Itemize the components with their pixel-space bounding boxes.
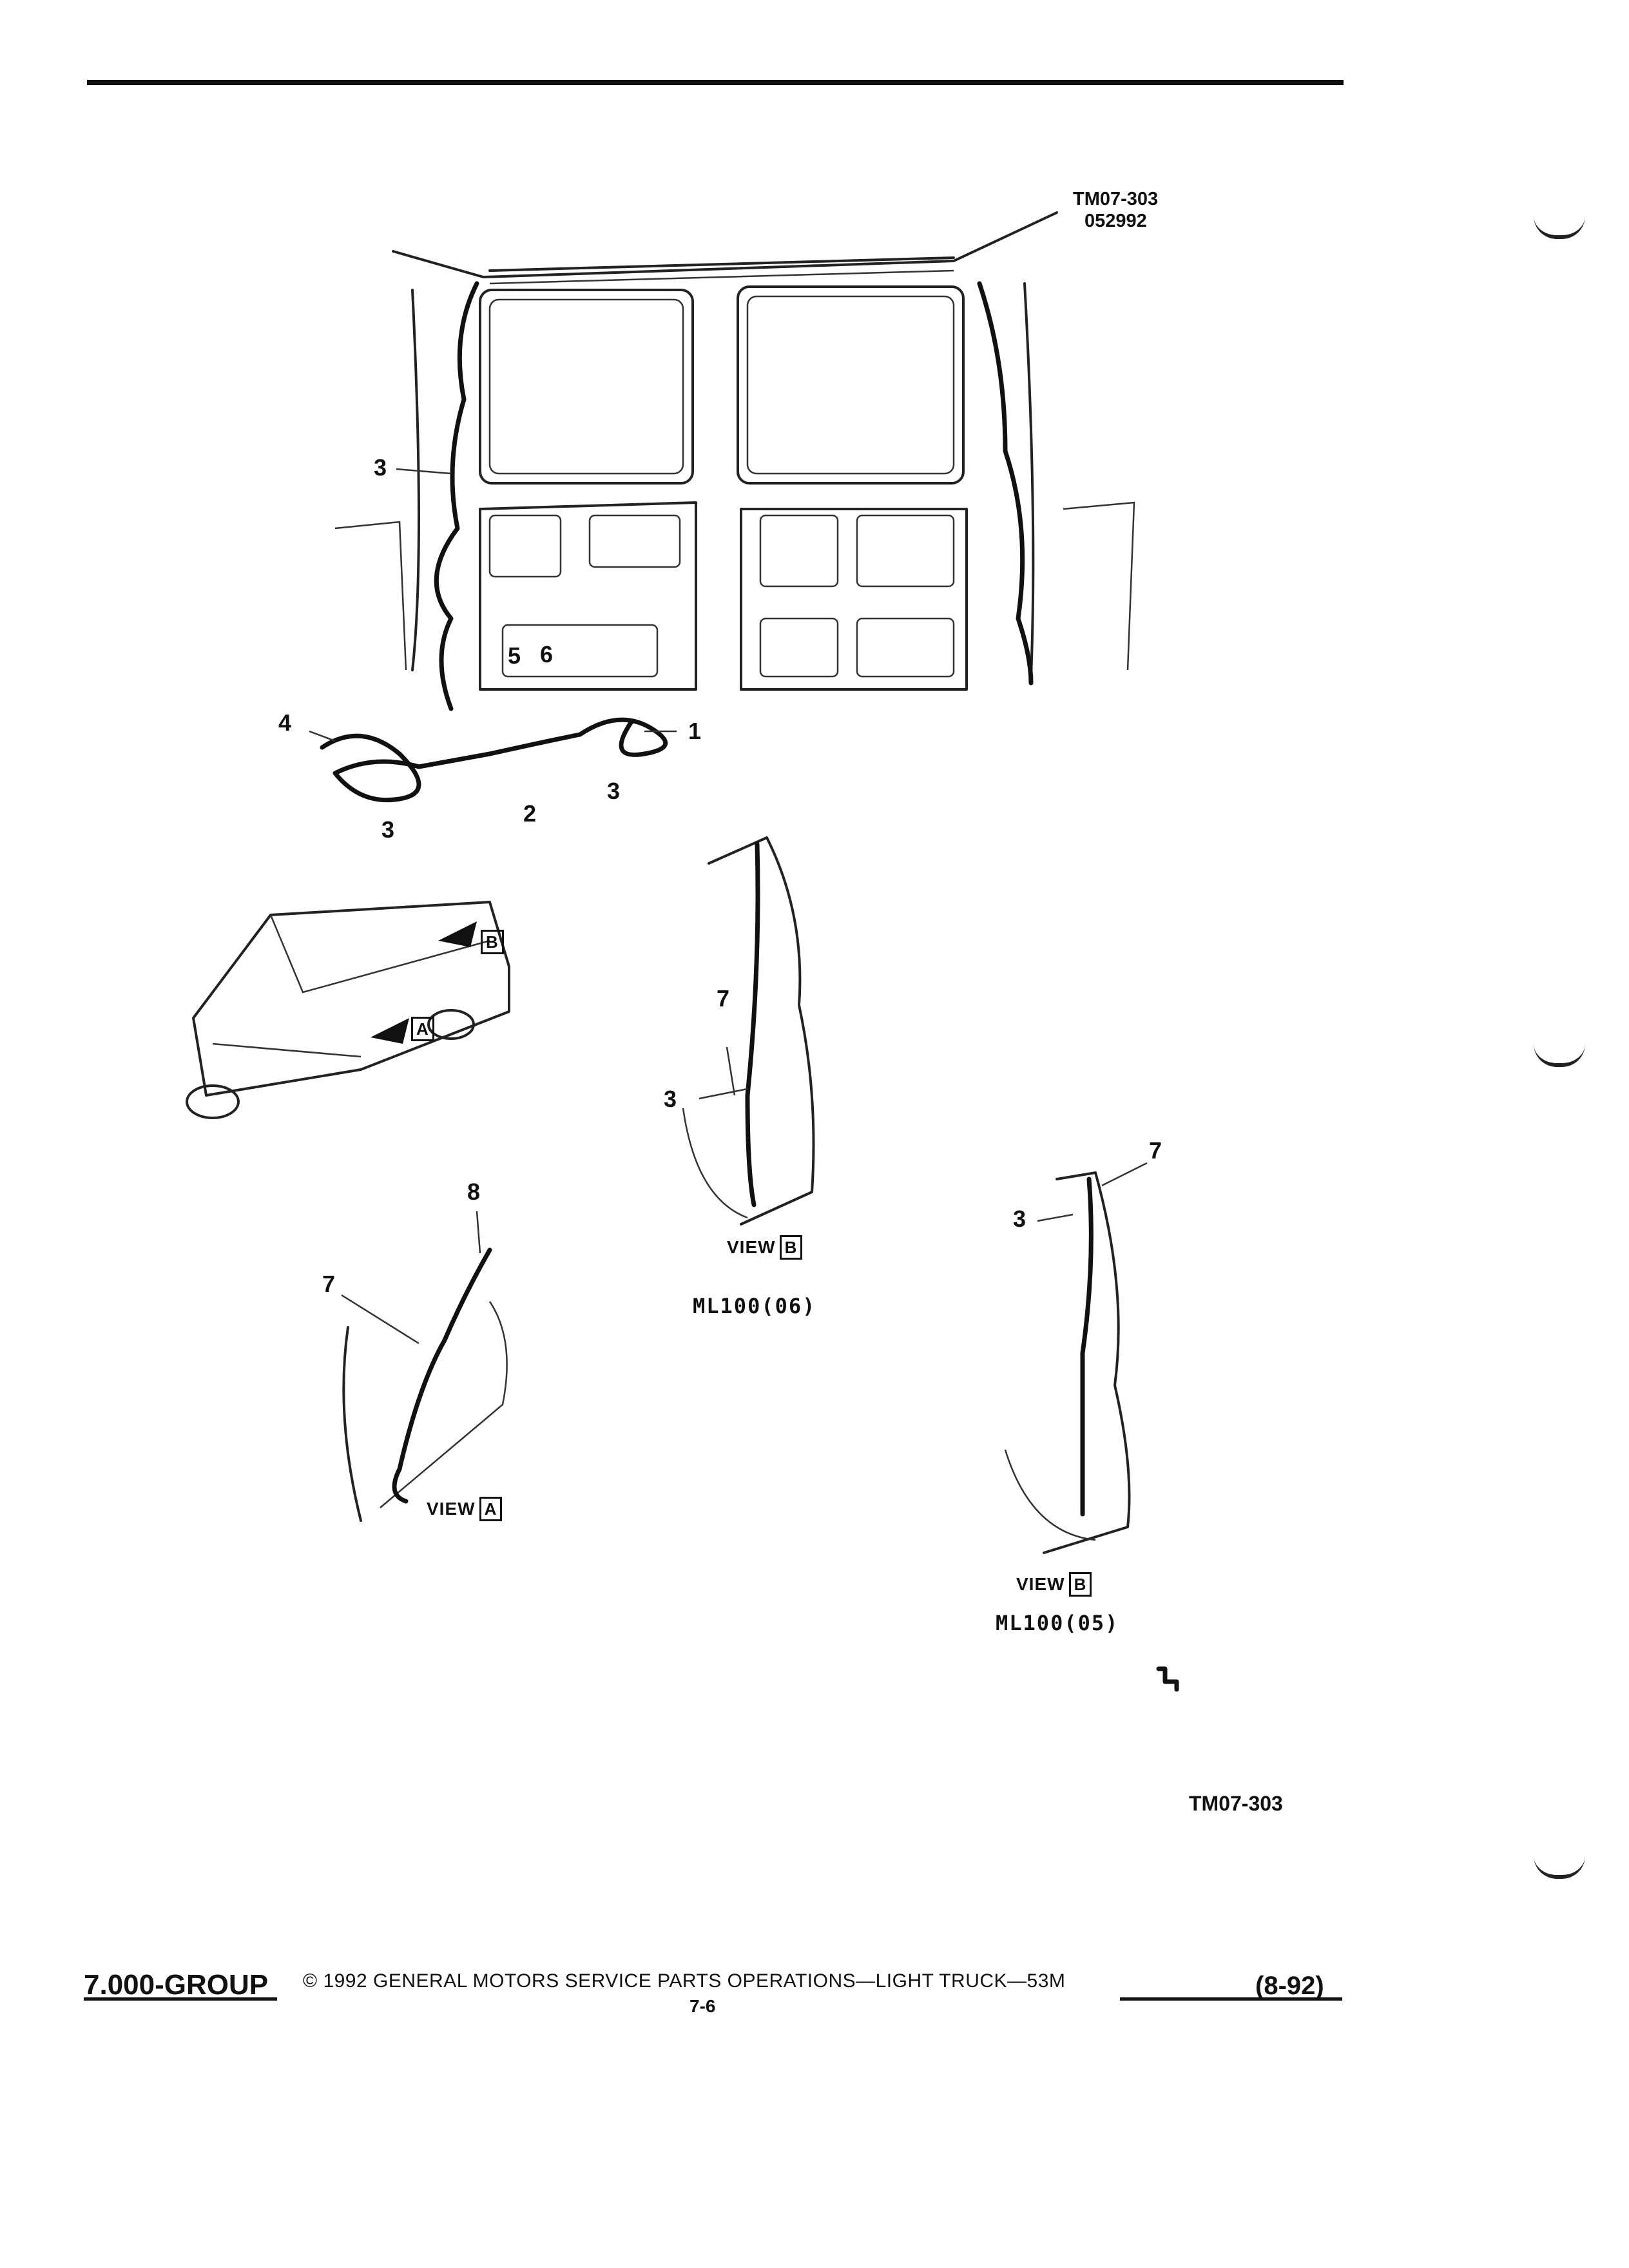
callout-3: 3 bbox=[381, 816, 395, 843]
header-rule bbox=[87, 80, 1344, 85]
ml-code: ML100(05) bbox=[996, 1611, 1119, 1635]
view-b-marker: B bbox=[477, 930, 504, 954]
callout-1: 1 bbox=[688, 718, 702, 744]
footer-group: 7.000-GROUP bbox=[84, 1969, 269, 2001]
margin-mark bbox=[1534, 1044, 1585, 1067]
footer-date: (8-92) bbox=[1255, 1972, 1324, 2000]
figure-code: TM07-303 bbox=[1073, 189, 1159, 209]
footer-rule-left bbox=[84, 1997, 277, 2001]
callout-3: 3 bbox=[607, 778, 621, 804]
callout-7: 7 bbox=[1149, 1137, 1162, 1164]
footer-page-number: 7-6 bbox=[689, 1996, 716, 2016]
ml-code: ML100(06) bbox=[693, 1294, 816, 1318]
callout-4: 4 bbox=[278, 709, 292, 736]
callout-3: 3 bbox=[664, 1086, 677, 1112]
callout-3: 3 bbox=[374, 454, 387, 481]
callout-2: 2 bbox=[523, 800, 537, 827]
figure-code-bottom: TM07-303 bbox=[1189, 1792, 1283, 1815]
footer-copyright: © 1992 GENERAL MOTORS SERVICE PARTS OPER… bbox=[303, 1970, 1066, 1992]
callout-6: 6 bbox=[540, 641, 554, 668]
callout-7: 7 bbox=[322, 1271, 336, 1297]
view-a-marker: A bbox=[407, 1017, 434, 1041]
callout-8: 8 bbox=[467, 1178, 481, 1205]
footer-rule-right bbox=[1120, 1997, 1342, 2001]
margin-mark bbox=[1534, 216, 1585, 239]
figure-date: 052992 bbox=[1084, 211, 1147, 231]
margin-mark bbox=[1534, 1856, 1585, 1879]
callout-7: 7 bbox=[717, 985, 730, 1012]
callout-3: 3 bbox=[1013, 1206, 1027, 1232]
callout-5: 5 bbox=[508, 642, 521, 669]
